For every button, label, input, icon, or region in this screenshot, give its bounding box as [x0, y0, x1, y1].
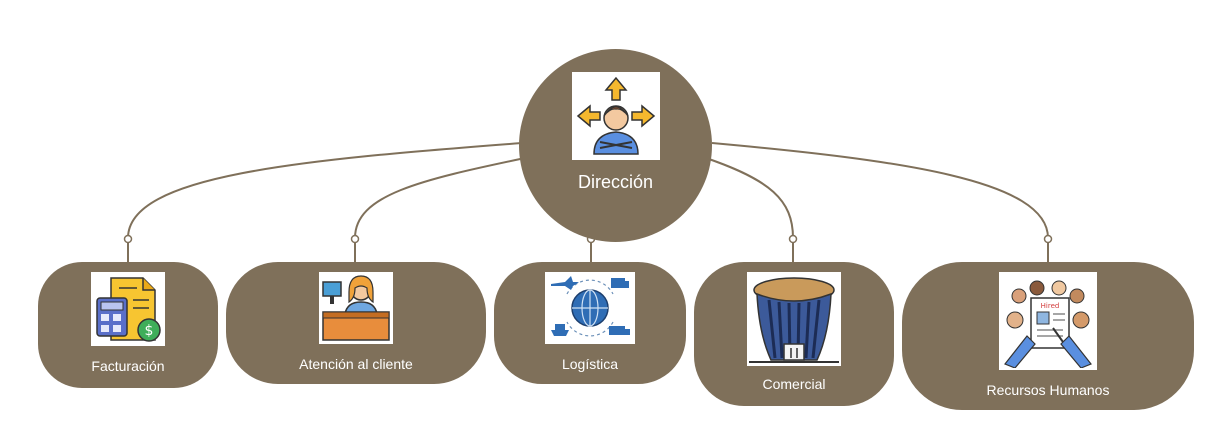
junction-dot	[350, 234, 360, 244]
global-logistics-icon	[545, 272, 635, 344]
node-label: Atención al cliente	[299, 356, 413, 372]
node-label: Dirección	[577, 172, 654, 192]
node-recursos-humanos[interactable]: Hired Recursos Humanos	[902, 262, 1194, 410]
node-comercial[interactable]: Comercial	[694, 262, 894, 406]
node-logistica[interactable]: Logística	[494, 262, 686, 384]
connector-atencion	[354, 157, 526, 266]
node-label: Recursos Humanos	[986, 382, 1110, 398]
node-label: Comercial	[762, 376, 826, 392]
node-label: Logística	[561, 356, 619, 372]
junction-dot	[123, 234, 133, 244]
junction-dot	[788, 234, 798, 244]
svg-text:Hired: Hired	[1041, 302, 1060, 310]
connector-comercial	[705, 157, 794, 266]
connector-facturacion	[127, 142, 523, 270]
node-facturacion[interactable]: $ Facturación	[38, 262, 218, 388]
junction-dot	[1043, 234, 1053, 244]
node-label: Facturación	[91, 358, 165, 374]
connector-recursos	[711, 142, 1049, 266]
commercial-building-icon	[747, 272, 841, 366]
director-arrows-icon	[571, 72, 660, 160]
node-atencion-al-cliente[interactable]: Atención al cliente	[226, 262, 486, 384]
svg-text:$: $	[145, 323, 154, 339]
receptionist-desk-icon	[319, 272, 393, 344]
hiring-candidates-icon: Hired	[999, 272, 1097, 370]
node-direccion[interactable]: Dirección	[519, 49, 712, 242]
invoice-calculator-icon: $	[91, 272, 165, 346]
